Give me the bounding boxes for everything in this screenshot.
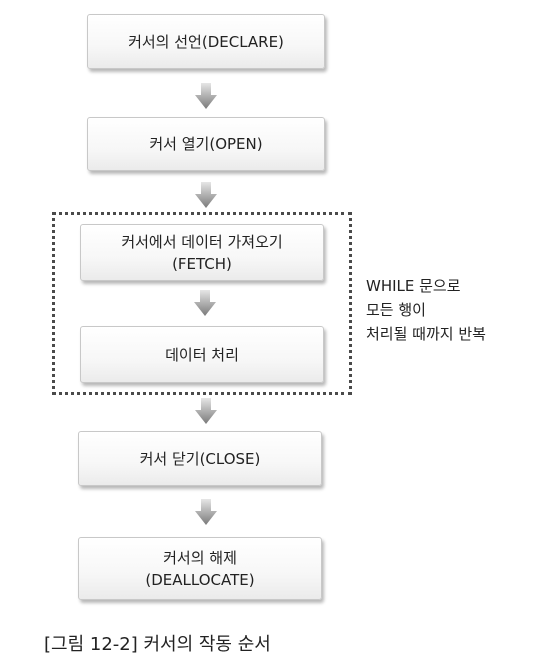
- down-arrow-icon: [195, 499, 217, 525]
- down-arrow-icon: [195, 398, 217, 424]
- loop-frame: [52, 212, 352, 395]
- down-arrow-icon: [195, 182, 217, 208]
- step-deallocate: 커서의 해제 (DEALLOCATE): [78, 537, 322, 600]
- step-open-label: 커서 열기(OPEN): [149, 135, 263, 153]
- down-arrow-icon: [194, 290, 216, 316]
- step-close-label: 커서 닫기(CLOSE): [139, 449, 261, 468]
- step-declare: 커서의 선언(DECLARE): [87, 14, 325, 69]
- down-arrow-icon: [195, 83, 217, 109]
- step-process-label: 데이터 처리: [165, 345, 239, 364]
- step-deallocate-label-line1: 커서의 해제: [163, 548, 237, 567]
- loop-note-line1: WHILE 문으로: [366, 277, 461, 295]
- step-open: 커서 열기(OPEN): [87, 117, 325, 171]
- step-process: 데이터 처리: [80, 326, 324, 383]
- step-fetch: 커서에서 데이터 가져오기 (FETCH): [80, 224, 324, 281]
- step-fetch-label-line2: (FETCH): [172, 254, 232, 273]
- step-fetch-label-line1: 커서에서 데이터 가져오기: [121, 232, 283, 251]
- step-deallocate-label-line2: (DEALLOCATE): [145, 570, 255, 589]
- step-declare-label: 커서의 선언(DECLARE): [128, 32, 284, 51]
- figure-caption: [그림 12-2] 커서의 작동 순서: [44, 634, 271, 655]
- loop-note: WHILE 문으로 모든 행이 처리될 때까지 반복: [366, 274, 486, 346]
- step-close: 커서 닫기(CLOSE): [78, 431, 322, 486]
- loop-note-line3: 처리될 때까지 반복: [366, 325, 486, 343]
- loop-note-line2: 모든 행이: [366, 301, 426, 319]
